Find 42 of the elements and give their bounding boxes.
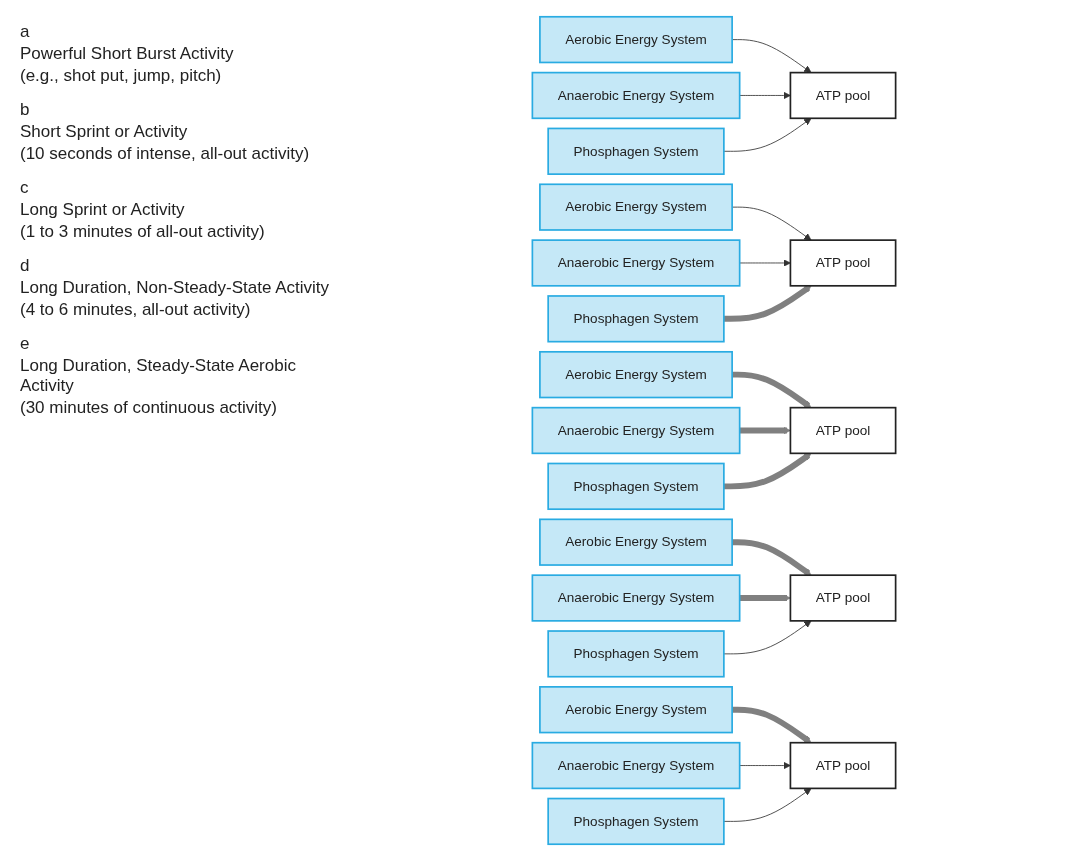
node-box: Phosphagen System <box>547 127 725 175</box>
node-box: Anaerobic Energy System <box>531 239 741 287</box>
node-box: ATP pool <box>789 406 897 455</box>
node-box: Anaerobic Energy System <box>531 406 741 455</box>
node-box: ATP pool <box>789 741 897 790</box>
arrow <box>732 539 812 576</box>
node-box: Anaerobic Energy System <box>531 741 741 790</box>
node-box: Aerobic Energy System <box>539 518 733 566</box>
panel-letter: c <box>20 178 30 198</box>
panel-letter: a <box>20 22 31 42</box>
arrow <box>723 452 812 490</box>
caption-text: Long Sprint or Activity <box>20 200 186 220</box>
node-box: Aerobic Energy System <box>539 686 733 734</box>
node-box: ATP pool <box>789 71 897 120</box>
node-box: Aerobic Energy System <box>539 15 733 64</box>
node-box: Phosphagen System <box>547 630 725 678</box>
node-box: Aerobic Energy System <box>539 350 733 399</box>
caption-text: (1 to 3 minutes of all-out activity) <box>20 222 266 242</box>
caption-text: Long Duration, Non-Steady-State Activity <box>20 278 330 298</box>
caption-text: Short Sprint or Activity <box>20 122 189 142</box>
node-box: Anaerobic Energy System <box>531 574 741 622</box>
panel-letter: b <box>20 100 31 120</box>
node-box: Phosphagen System <box>547 797 725 846</box>
caption-text: Long Duration, Steady-State Aerobic Activity <box>20 356 297 396</box>
arrow <box>732 371 812 409</box>
caption-text: Powerful Short Burst Activity <box>20 44 235 64</box>
arrow <box>723 285 812 322</box>
node-box: ATP pool <box>789 239 897 287</box>
node-box: Aerobic Energy System <box>539 183 733 231</box>
arrow <box>739 426 791 435</box>
panel-letter: d <box>20 256 31 276</box>
node-box: ATP pool <box>789 574 897 622</box>
node-box: Anaerobic Energy System <box>531 71 741 120</box>
arrow <box>739 594 791 602</box>
arrow <box>732 706 812 744</box>
caption-text: (30 minutes of continuous activity) <box>20 398 278 418</box>
node-box: Phosphagen System <box>547 462 725 511</box>
caption-text: (10 seconds of intense, all-out activity) <box>20 144 311 164</box>
panel-letter: e <box>20 334 31 354</box>
caption-text: (4 to 6 minutes, all-out activity) <box>20 300 252 320</box>
caption-text: (e.g., shot put, jump, pitch) <box>20 66 223 86</box>
node-box: Phosphagen System <box>547 295 725 343</box>
